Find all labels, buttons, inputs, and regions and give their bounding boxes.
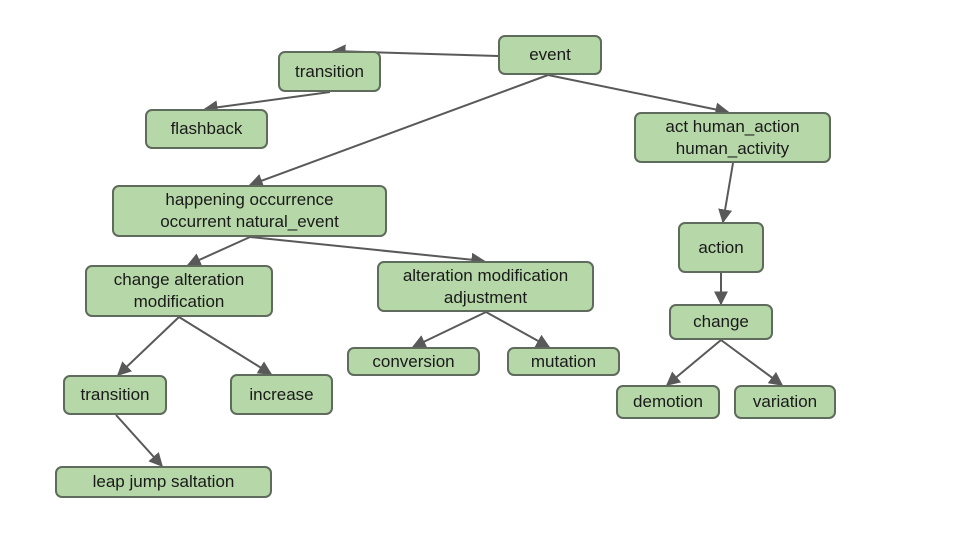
edge-event-to-act (547, 74, 730, 117)
edge-alteration_modification-to-mutation (485, 311, 551, 348)
node-demotion: demotion (616, 385, 720, 419)
edge-happening-to-change_alteration (186, 236, 251, 267)
node-variation: variation (734, 385, 836, 419)
edge-change-to-variation (720, 339, 784, 386)
edge-transition_low-to-leap (115, 414, 163, 468)
node-event: event (498, 35, 602, 75)
edge-happening-to-alteration_modification (249, 236, 486, 267)
edge-change_alteration-to-transition_low (116, 316, 180, 376)
node-alteration-modification: alteration modification adjustment (377, 261, 594, 312)
node-mutation: mutation (507, 347, 620, 376)
edge-act-to-action (718, 162, 734, 224)
node-happening-occurrence: happening occurrence occurrent natural_e… (112, 185, 387, 237)
node-conversion: conversion (347, 347, 480, 376)
node-leap-jump-saltation: leap jump saltation (55, 466, 272, 498)
edge-alteration_modification-to-conversion (411, 311, 487, 348)
node-change-alteration: change alteration modification (85, 265, 273, 317)
edge-transition_top-to-flashback (203, 91, 331, 115)
edge-event-to-happening (248, 74, 549, 188)
node-flashback: flashback (145, 109, 268, 149)
node-act-human-action: act human_action human_activity (634, 112, 831, 163)
node-action: action (678, 222, 764, 273)
edge-change-to-demotion (665, 339, 722, 386)
edge-change_alteration-to-increase (178, 316, 273, 375)
node-transition-low: transition (63, 375, 167, 415)
node-transition-top: transition (278, 51, 381, 92)
node-change: change (669, 304, 773, 340)
node-increase: increase (230, 374, 333, 415)
